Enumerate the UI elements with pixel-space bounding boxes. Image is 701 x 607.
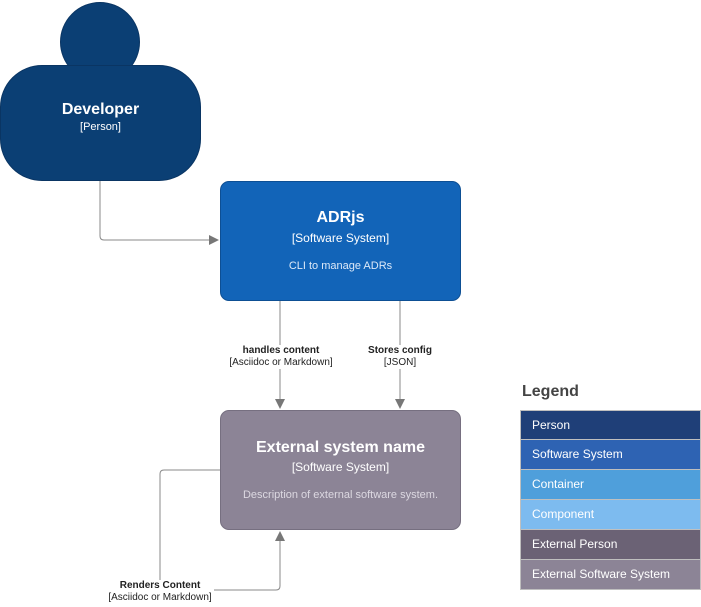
- edge-label-renders-title: Renders Content: [119, 580, 201, 591]
- legend-label-software-system: Software System: [532, 447, 623, 461]
- edge-label-stores-title: Stores config: [368, 345, 432, 356]
- legend-label-external-software-system: External Software System: [532, 567, 671, 581]
- adrjs-software-system[interactable]: ADRjs [Software System] CLI to manage AD…: [220, 181, 461, 301]
- adrjs-title: ADRjs: [316, 209, 365, 226]
- edge-label-handles-title: handles content: [242, 345, 320, 356]
- legend-item-external-software-system: External Software System: [520, 560, 701, 590]
- edge-label-handles-tech: [Asciidoc or Markdown]: [229, 357, 333, 368]
- edge-label-handles-content: handles content [Asciidoc or Markdown]: [226, 345, 336, 369]
- legend-item-person: Person: [520, 410, 701, 440]
- legend-item-software-system: Software System: [520, 440, 701, 470]
- developer-type: [Person]: [80, 121, 121, 133]
- external-type: [Software System]: [291, 460, 390, 474]
- external-title: External system name: [256, 439, 425, 456]
- legend-label-component: Component: [532, 507, 595, 521]
- edge-label-stores-config: Stores config [JSON]: [365, 345, 435, 369]
- legend-item-component: Component: [520, 500, 701, 530]
- edge-label-stores-tech: [JSON]: [383, 357, 417, 368]
- external-description: Description of external software system.: [242, 489, 439, 501]
- edge-label-renders-content: Renders Content [Asciidoc or Markdown]: [106, 580, 214, 604]
- adrjs-description: CLI to manage ADRs: [288, 260, 393, 272]
- legend-item-container: Container: [520, 470, 701, 500]
- legend-label-container: Container: [532, 477, 585, 491]
- adrjs-type: [Software System]: [291, 231, 390, 245]
- legend-label-person: Person: [532, 418, 571, 432]
- edge-label-renders-tech: [Asciidoc or Markdown]: [108, 592, 212, 603]
- developer-person[interactable]: Developer [Person]: [0, 65, 201, 181]
- external-software-system[interactable]: External system name [Software System] D…: [220, 410, 461, 530]
- legend: Person Software System Container Compone…: [520, 410, 701, 590]
- legend-label-external-person: External Person: [532, 537, 618, 551]
- legend-item-external-person: External Person: [520, 530, 701, 560]
- legend-title: Legend: [522, 383, 579, 400]
- developer-name: Developer: [61, 101, 140, 118]
- edge-developer-to-adrjs: [99, 181, 219, 245]
